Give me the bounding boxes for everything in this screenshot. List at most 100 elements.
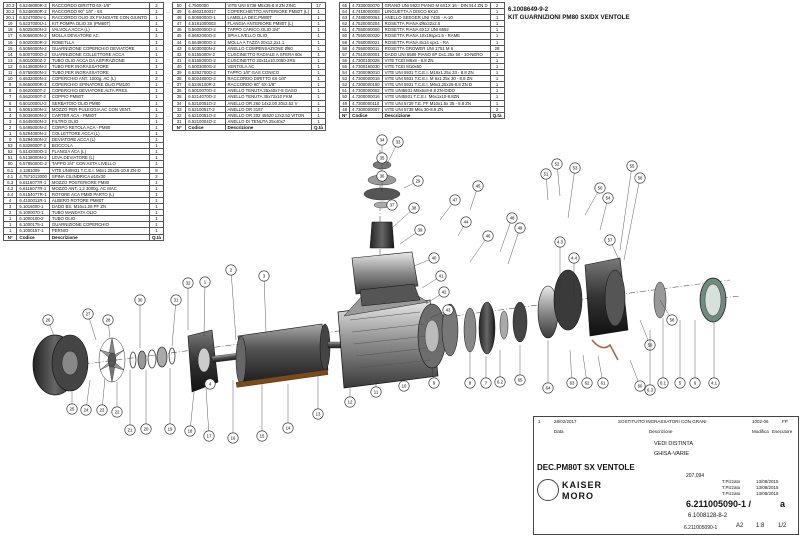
part-number: 3 xyxy=(2,203,18,211)
column-header: Descrizione xyxy=(381,111,491,119)
part-code: 6.4602100017 xyxy=(185,8,226,16)
part-quantity: 1 xyxy=(148,62,164,71)
balloon-53: 53 xyxy=(567,162,581,219)
part-quantity: 1 xyxy=(148,142,164,150)
brand-bottom: MORO xyxy=(562,491,594,501)
part-number: 1 xyxy=(2,129,18,138)
part-number: 12 xyxy=(2,62,18,71)
part-quantity: 1 xyxy=(489,81,505,89)
balloon-label: 48 xyxy=(510,216,515,221)
balloon-5: 5 xyxy=(674,320,686,389)
part-code: 6.5058000N-2 xyxy=(16,32,50,40)
balloon-label: 13 xyxy=(316,412,321,417)
drawing-number: 6.211005090-1 / xyxy=(686,499,752,509)
part-code: 6.5650000R-2 xyxy=(16,81,50,89)
part-number: 17 xyxy=(2,32,18,40)
part-number: 40 xyxy=(171,62,187,71)
part-description: VITE UNI5931 T.C.E.I. M6x1x10-8.8ZN xyxy=(381,93,491,101)
part-number: 5 xyxy=(2,105,18,113)
drawn-date: 13/08/2015 xyxy=(756,479,779,484)
part-number: 3 xyxy=(2,117,18,125)
balloon-54: 54 xyxy=(599,192,614,231)
part-code: 6.5007000O-2 xyxy=(16,50,50,58)
balloon-label: 7 xyxy=(485,381,488,386)
part-code: 4.7571013000 xyxy=(16,172,50,180)
part-code: 6.1000157-1 xyxy=(16,227,50,235)
part-quantity: 1 xyxy=(311,26,326,34)
balloon-label: 4.1 xyxy=(711,381,718,386)
checked-date: 13/08/2015 xyxy=(756,485,779,490)
balloon-49: 49 xyxy=(507,222,526,265)
balloon-30: 30 xyxy=(134,294,146,348)
part-quantity: 1 xyxy=(489,99,505,107)
rev-number: 1 xyxy=(538,419,541,424)
part-number: 46 xyxy=(171,26,187,34)
part-number: 47 xyxy=(171,20,187,28)
balloon-4.1: 4.1 xyxy=(708,322,720,389)
drawing-weight: 207,094 xyxy=(686,473,705,479)
part-description: GUARNIZIONE COPERCHIO xyxy=(48,221,150,229)
part-quantity: 1 xyxy=(148,69,164,77)
part-code: 6.5210051T-2 xyxy=(185,105,226,113)
part-number: 18 xyxy=(2,26,18,34)
balloon-label: 3 xyxy=(263,274,266,279)
balloon-61: 61 xyxy=(597,355,609,389)
balloon-20: 20 xyxy=(140,370,152,435)
part-code: 6.5025000N-2 xyxy=(16,26,50,34)
front-flange xyxy=(187,329,219,393)
part-quantity: 1 xyxy=(148,184,164,192)
part-quantity: 1 xyxy=(489,8,505,16)
balloon-label: 23 xyxy=(100,408,105,413)
balloon-label: 29 xyxy=(416,179,421,184)
part-number: 42 xyxy=(171,50,187,58)
balloon-44: 44 xyxy=(457,216,472,237)
part-number: 44 xyxy=(171,38,187,46)
part-number: 6 xyxy=(2,99,18,107)
key-strip xyxy=(235,369,329,388)
balloon-label: 37 xyxy=(390,203,395,208)
part-number: 0 xyxy=(2,136,18,144)
balloon-label: 14 xyxy=(286,426,291,431)
part-code: 6.5445000N-2 xyxy=(16,117,50,125)
part-quantity: 1 xyxy=(148,99,164,107)
balloon-label: 35 xyxy=(380,156,385,161)
part-description: COPERCHIO ANT. 1000g. AC (L) xyxy=(48,75,150,83)
balloon-23: 23 xyxy=(96,377,108,416)
part-number: 15 xyxy=(2,44,18,52)
part-number: 61 xyxy=(338,26,351,34)
balloon-50: 50 xyxy=(584,182,606,216)
part-number: 7 xyxy=(2,93,18,101)
balloon-24: 24 xyxy=(80,379,92,416)
balloon-label: 6.1 xyxy=(660,381,667,386)
balloon-label: 30 xyxy=(138,298,143,303)
part-quantity: 1 xyxy=(311,8,326,16)
balloon-39: 39 xyxy=(399,224,426,245)
checked-by: T.Pizzato xyxy=(722,485,741,490)
part-quantity: 1 xyxy=(489,38,505,46)
part-number: 60 xyxy=(338,32,351,40)
balloon-label: 5 xyxy=(679,381,682,386)
part-number: 19 xyxy=(2,20,18,28)
part-quantity: 1 xyxy=(311,105,326,113)
part-number: 20.2 xyxy=(2,8,18,16)
rev-initials: FP xyxy=(782,419,788,424)
part-description: TAPPO 3/4" CON ASTA LIVELLO xyxy=(48,160,150,168)
balloon-27: 27 xyxy=(82,308,97,341)
part-quantity: 1 xyxy=(148,87,164,95)
balloon-label: 63 xyxy=(570,381,575,386)
part-number: 20.3 xyxy=(2,1,18,10)
